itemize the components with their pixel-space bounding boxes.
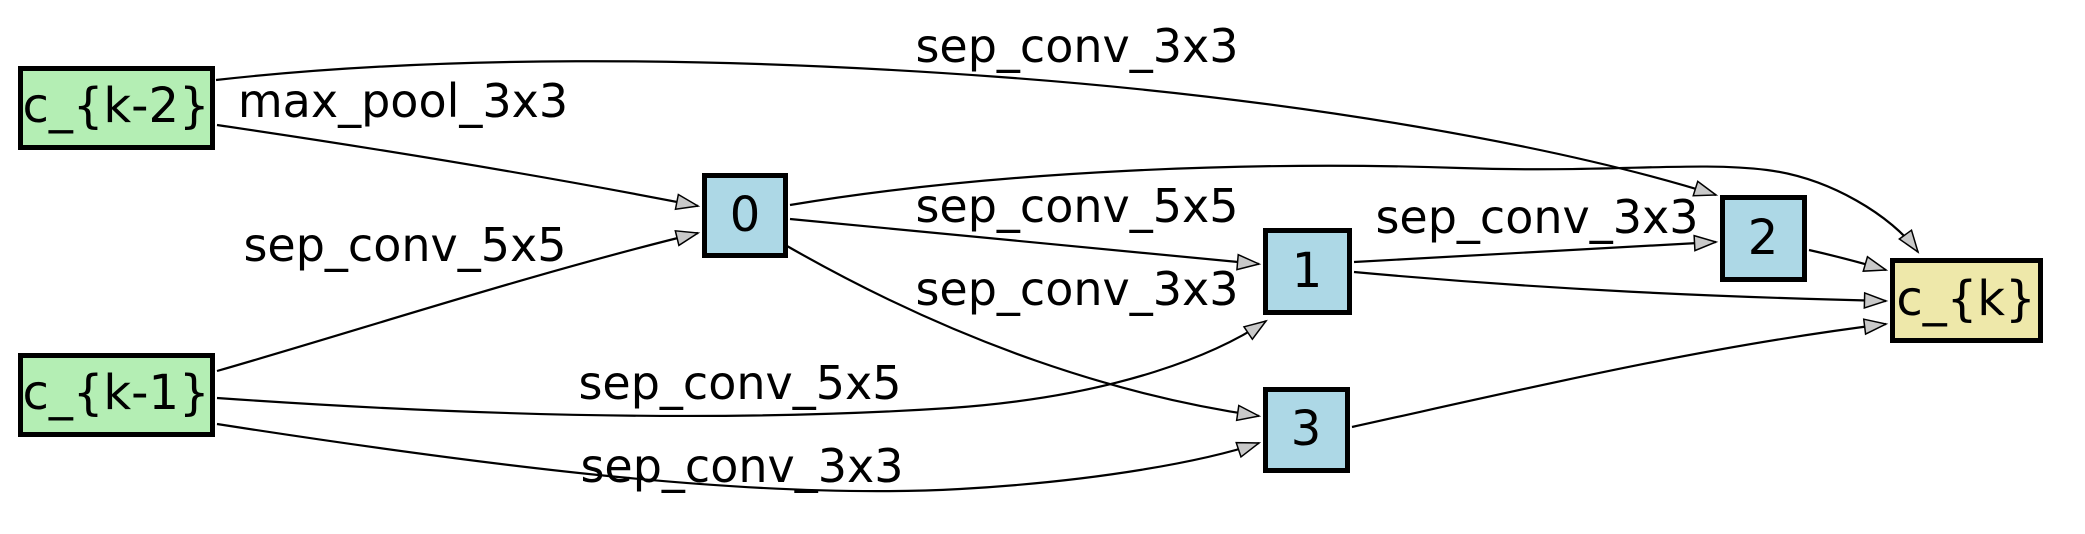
node-3-box (1263, 387, 1350, 473)
edge-3-to-ck (1351, 318, 1889, 429)
edge-ck1-to-1 (216, 319, 1268, 418)
edge-ck2-to-2 (215, 60, 1719, 197)
edge-0-to-3 (786, 245, 1262, 422)
node-ck-label: c_{k} (1896, 271, 2035, 327)
edge-0-to-1 (789, 217, 1262, 271)
node-3-label: 3 (1291, 401, 1322, 457)
edge-label-sep-conv-3x3-ck2-2: sep_conv_3x3 (915, 19, 1238, 73)
edge-label-sep-conv-3x3-0-3: sep_conv_3x3 (915, 262, 1238, 316)
node-1: 1 (1263, 228, 1352, 315)
edge-label-sep-conv-5x5-ck1-1: sep_conv_5x5 (578, 356, 901, 410)
node-ck-minus-1-label: c_{k-1} (22, 365, 209, 421)
edge-ck1-to-3 (216, 422, 1262, 493)
node-ck-box (1890, 258, 2043, 343)
node-0: 0 (702, 173, 788, 258)
node-2-label: 2 (1748, 210, 1779, 266)
node-1-label: 1 (1292, 243, 1323, 299)
edge-ck1-to-0 (216, 229, 701, 373)
node-ck-minus-1: c_{k-1} (18, 353, 215, 437)
node-1-box (1263, 228, 1352, 315)
edge-label-max-pool-3x3: max_pool_3x3 (238, 74, 568, 128)
node-0-box (702, 173, 788, 258)
edge-0-to-ck (789, 164, 1920, 254)
node-2-box (1720, 195, 1807, 282)
edge-ck2-to-0 (216, 123, 701, 211)
node-2: 2 (1720, 195, 1807, 282)
node-3: 3 (1263, 387, 1350, 473)
node-ck-minus-1-box (18, 353, 215, 437)
edge-label-sep-conv-3x3-ck1-3: sep_conv_3x3 (580, 439, 903, 493)
node-ck: c_{k} (1890, 258, 2043, 343)
node-ck-minus-2: c_{k-2} (18, 66, 215, 150)
edge-1-to-ck (1353, 270, 1889, 310)
node-0-label: 0 (730, 187, 761, 243)
node-ck-minus-2-box (18, 66, 215, 150)
edge-label-sep-conv-5x5-ck1-0: sep_conv_5x5 (243, 218, 566, 272)
edge-label-sep-conv-3x3-1-2: sep_conv_3x3 (1375, 190, 1698, 244)
edge-label-sep-conv-5x5-0-1: sep_conv_5x5 (915, 179, 1238, 233)
node-ck-minus-2-label: c_{k-2} (22, 78, 209, 134)
edge-1-to-2 (1353, 234, 1719, 264)
edge-2-to-ck (1808, 248, 1889, 272)
